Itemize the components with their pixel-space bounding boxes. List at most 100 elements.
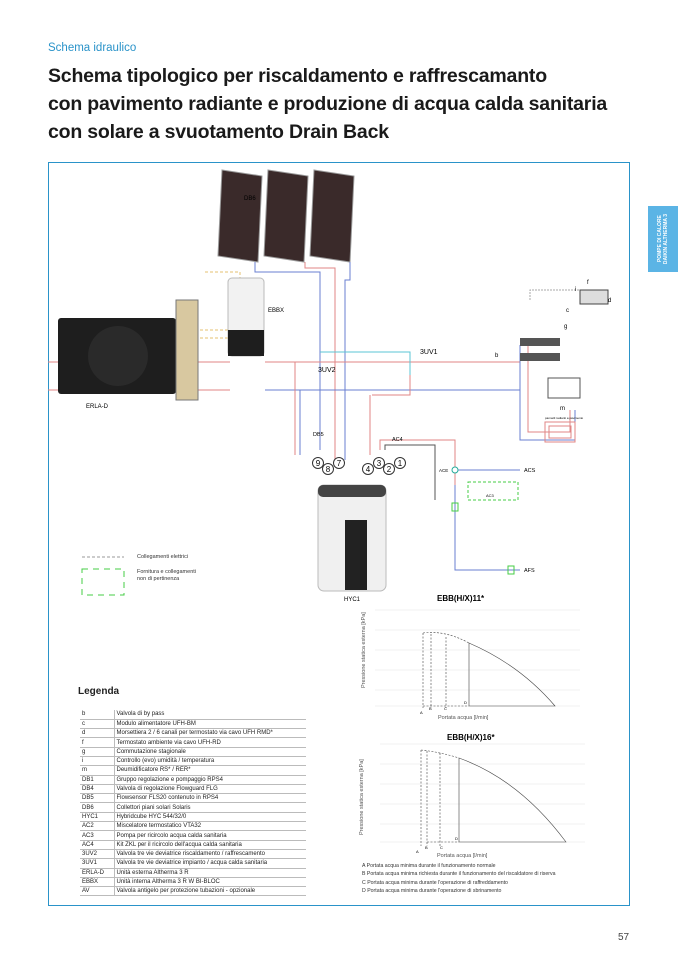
legend-code: i (80, 756, 115, 767)
label-db6: DB6 (244, 196, 256, 202)
chart-note: A Portata acqua minima durante il funzio… (362, 863, 496, 869)
marker-c: C (440, 845, 443, 850)
label-afs: AFS (524, 568, 535, 574)
title-line: con solare a svuotamento Drain Back (48, 121, 389, 143)
legend-code: d (80, 728, 115, 739)
marker-b: B (425, 845, 428, 850)
legend-code: 3UV2 (80, 849, 115, 860)
legend-desc: Collettori piani solari Solaris (114, 802, 306, 813)
chart-note: B Portata acqua minima richiesta durante… (362, 871, 556, 878)
legend-desc: Pompa per ricircolo acqua calda sanitari… (114, 830, 306, 841)
label-b: b (495, 353, 499, 359)
legend-desc: Unità esterna Altherma 3 R (114, 868, 306, 878)
label-ace: ACE (439, 468, 448, 473)
label-c: c (566, 308, 569, 314)
legend-code: DB4 (80, 784, 115, 795)
chart-note: C Portata acqua minima durante l'operazi… (362, 879, 508, 886)
label-floor-heating: pannelli radianti a pavimento (545, 416, 584, 420)
grille (175, 299, 199, 401)
title-line: Schema tipologico per riscaldamento e ra… (48, 65, 547, 87)
legend-title: Legenda (78, 686, 120, 697)
connection-numbers: 9 8 7 4 3 2 1 (312, 457, 406, 475)
legend-code: b (80, 710, 115, 720)
legend-code: g (80, 747, 115, 758)
legend-desc: Hybridcube HYC 544/32/0 (114, 812, 306, 823)
legend-desc: Miscelatore termostatico VTA32 (114, 821, 306, 832)
chart-xlabel: Portata acqua [l/min] (437, 853, 488, 859)
connection-2: 2 (387, 465, 392, 474)
legend-desc: Valvola di by pass (114, 710, 306, 720)
legend-code: AC3 (80, 830, 115, 841)
connection-9: 9 (316, 459, 321, 468)
connection-4: 4 (366, 465, 371, 474)
legend-desc: Valvola di regolazione Flowguard FLG (114, 784, 306, 795)
label-g: g (564, 324, 567, 330)
solar-panels (217, 169, 355, 263)
label-3uv1: 3UV1 (420, 349, 438, 356)
marker-a: A (420, 710, 423, 715)
legend-desc: Termostato ambiente via cavo UFH-RD (114, 737, 306, 748)
chart-ebb11 (375, 609, 580, 708)
label-m: m (560, 406, 565, 412)
legend-code: AC2 (80, 821, 115, 832)
legend-code: AC4 (80, 840, 115, 850)
section-label: Schema idraulico (48, 42, 137, 54)
legend-code: m (80, 765, 115, 776)
legend-desc: Gruppo regolazione e pompaggio RPS4 (114, 775, 306, 785)
label-i: i (575, 287, 576, 293)
legend-code: HYC1 (80, 812, 115, 823)
chart-title: EBB(H/X)16* (447, 733, 495, 742)
label-ebbx: EBBX (268, 308, 284, 314)
chart-notes: A Portata acqua minima durante il funzio… (362, 862, 555, 895)
chart-ebb16 (380, 743, 585, 846)
label-ac4: AC4 (392, 437, 403, 443)
legend-desc: Kit ZKL per il ricircolo dell'acqua cald… (114, 840, 306, 850)
label-d: d (608, 298, 611, 304)
legend-code: DB5 (80, 793, 115, 804)
page-title: Schema tipologico per riscaldamento e ra… (48, 62, 607, 146)
legend-code: c (80, 719, 115, 730)
legend-desc: Flowsensor FLS20 contenuto in RPS4 (114, 793, 306, 804)
legend-desc: Modulo alimentatore UFH-BM (114, 719, 306, 730)
title-line: con pavimento radiante e produzione di a… (48, 93, 608, 115)
label-hyc1: HYC1 (344, 597, 361, 603)
marker-b: B (429, 706, 432, 711)
legend-desc: Valvola antigelo per protezione tubazion… (114, 886, 306, 897)
legend-desc: Deumidificatore RS* / RER* (114, 765, 306, 776)
floor-heating-icon (544, 421, 576, 443)
legend-desc: Valvola tre vie deviatrice riscaldamento… (114, 849, 306, 860)
marker-d: D (455, 836, 458, 841)
legend-electric: Collegamenti elettrici (137, 554, 189, 560)
legend-desc: Morsettiera 2 / 6 canali per termostato … (114, 728, 306, 739)
chart-ylabel: Pressione statica esterna [kPa] (359, 759, 365, 835)
connection-8: 8 (326, 465, 331, 474)
chart-title: EBB(H/X)11* (437, 594, 485, 603)
legend-code: EBBX (80, 877, 115, 888)
connection-1: 1 (398, 459, 403, 468)
label-erla-d: ERLA-D (86, 404, 109, 410)
legend-code: DB6 (80, 802, 115, 813)
legend-code: 3UV1 (80, 858, 115, 869)
legend-desc: Commutazione stagionale (114, 747, 306, 758)
dehumidifier (547, 377, 581, 399)
marker-a: A (416, 849, 419, 854)
legend-code: f (80, 737, 115, 748)
